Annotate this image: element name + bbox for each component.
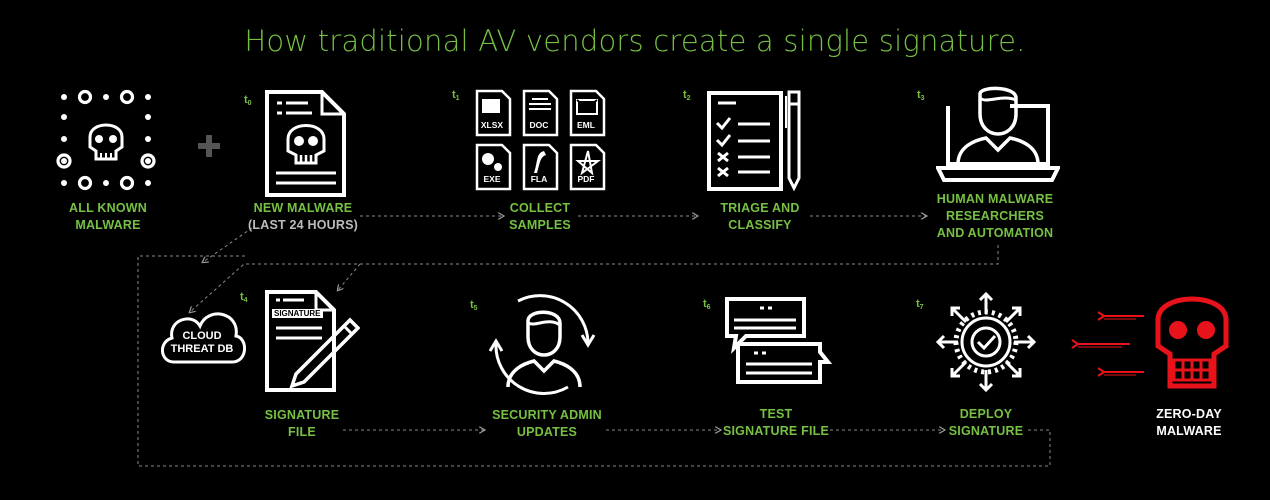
plus-icon <box>198 135 220 157</box>
signature-doc-header: SIGNATURE <box>272 309 323 318</box>
deploy-target-icon <box>935 291 1037 393</box>
file-types-icons <box>475 89 606 191</box>
time-marker-t7: t7 <box>916 298 924 311</box>
signature-document-icon <box>265 290 360 392</box>
time-marker-t4: t4 <box>240 291 248 304</box>
file-type-xlsx-label: XLSX <box>480 120 504 130</box>
time-marker-t0: t0 <box>244 94 252 107</box>
file-type-exe-label: EXE <box>483 174 501 184</box>
time-marker-t2: t2 <box>683 89 691 102</box>
chat-bubbles-icon <box>725 297 833 384</box>
file-type-pdf-label: PDF <box>577 174 595 184</box>
malware-document-icon <box>265 90 346 197</box>
time-marker-t5: t5 <box>470 299 478 312</box>
zero-day-skull-icon <box>1071 296 1229 389</box>
known-malware-skull-icon <box>56 89 156 191</box>
file-type-eml-label: EML <box>577 120 595 130</box>
time-marker-t1: t1 <box>452 89 460 102</box>
file-type-fla-label: FLA <box>530 174 548 184</box>
security-admin-icon <box>488 294 596 395</box>
page-title: How traditional AV vendors create a sing… <box>244 24 1026 58</box>
new-malware-label: NEW MALWARE(LAST 24 HOURS) <box>248 201 358 232</box>
time-marker-t6: t6 <box>703 298 711 311</box>
file-type-doc-label: DOC <box>529 120 549 130</box>
cloud-icon <box>161 312 246 364</box>
checklist-icon <box>707 90 801 192</box>
time-marker-t3: t3 <box>917 89 925 102</box>
researcher-laptop-icon <box>936 86 1060 182</box>
